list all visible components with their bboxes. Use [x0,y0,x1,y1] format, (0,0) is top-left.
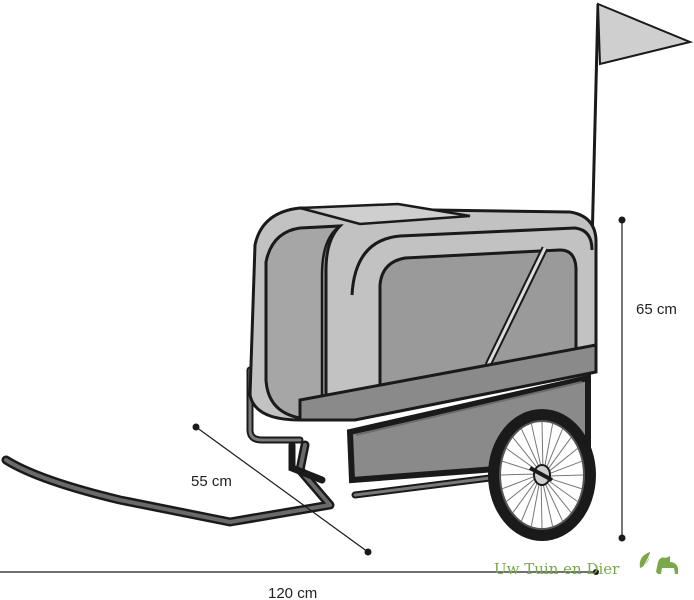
flag-pole [590,3,600,246]
wheel-spoke [512,478,538,513]
wheel-spoke [500,473,537,476]
flag-pennant [596,2,694,66]
wheel-spoke [541,421,544,469]
wheel-spoke [512,437,539,470]
dimension-height: 65 cm [618,216,677,542]
wheel-spoke [542,481,554,527]
wheel-spoke [521,428,541,469]
dimension-depth: 55 cm [191,423,372,556]
depth-line [195,426,369,553]
flag [590,2,694,246]
wheel-spoke [543,423,554,469]
wheel-spoke [530,423,542,469]
leaf-dog-icon [639,552,678,574]
wheel-spoke [547,448,578,473]
watermark: Uw Tuin en Dier [494,552,678,578]
length-endpoint [593,569,599,575]
wheel-spoke [547,477,582,490]
wheel-spoke [543,481,563,522]
height-endpoint [618,534,626,542]
wheel [488,409,596,541]
wheel-spoke [546,437,572,472]
wheel-spoke [521,480,539,522]
tow-bar [1,440,335,527]
wheel-spoke [530,481,541,527]
wheel-spoke [547,460,582,475]
length-label: 120 cm [268,585,317,600]
wheel-spoke [545,480,572,513]
wheel-spoke [506,477,537,502]
tow-bar-inner [4,443,332,524]
dimension-length: 120 cm [0,569,599,600]
wheel-spoke [547,474,584,477]
height-endpoint [618,216,626,224]
depth-endpoint [192,423,200,431]
wheel-spoke [540,481,543,529]
wheel-spoke [546,478,578,502]
depth-endpoint [364,548,372,556]
watermark-text: Uw Tuin en Dier [494,560,620,578]
height-label: 65 cm [636,301,677,318]
depth-label: 55 cm [191,473,232,490]
wheel-spoke [502,475,537,490]
wheel-spoke [545,428,563,470]
